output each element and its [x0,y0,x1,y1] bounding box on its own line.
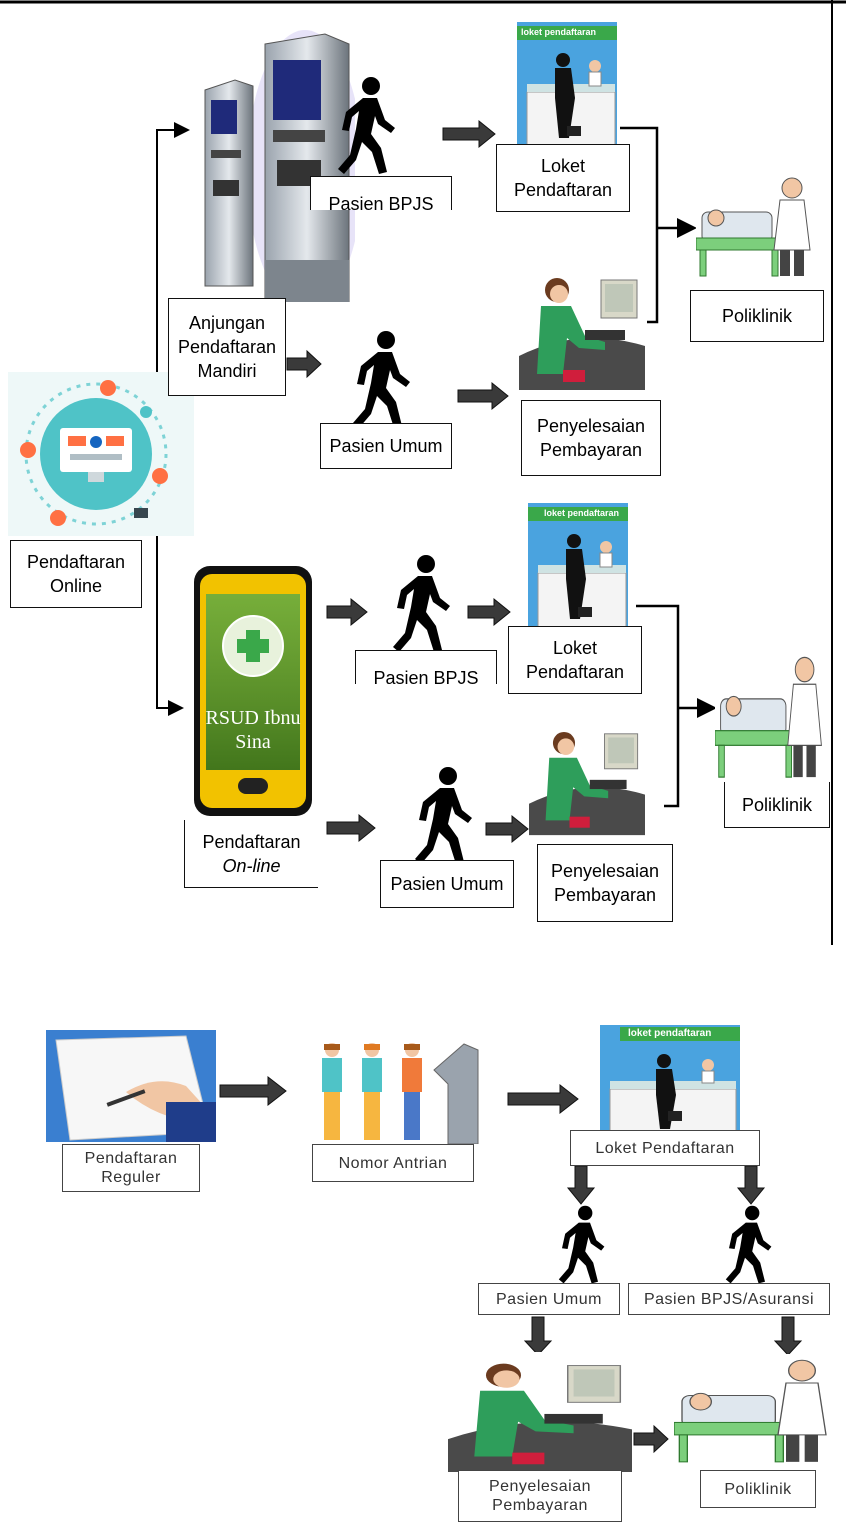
block-arrow-bpjs-loket [442,119,496,149]
poliklinik-label-1: Poliklinik [690,290,824,342]
cashier-payment-image [529,720,645,836]
queue-person [322,1043,342,1140]
walking-person-icon [725,1205,772,1284]
pasien-bpjs-text-2: Pasien BPJS [373,668,479,684]
kiosk-label-line-1: Anjungan [188,313,266,333]
doctor-patient-image [715,650,827,782]
walking-person-icon [558,1205,605,1284]
block-arrow-bpjs-poli-bottom [773,1316,803,1356]
block-arrow-phone-bpjs [326,597,368,627]
phone-text-line-2: Sina [235,731,271,753]
loket-sign-text: loket pendaftaran [628,1028,712,1039]
block-arrow-phone-umum [326,813,376,843]
block-arrow-umum-payment [457,381,509,411]
loket-illustration-2: loket pendaftaran [528,503,628,627]
poliklinik-label-bottom: Poliklinik [700,1470,816,1508]
block-arrow-kiosk-umum [286,349,322,379]
block-arrow-reguler-antrian [219,1075,287,1107]
online-registration-globe-icon [8,372,194,536]
loket-label-1-line-1: Loket [540,156,586,176]
pendaftaran-online-2-line-1: Pendaftaran [202,831,301,852]
block-arrow-loket-umum [566,1165,596,1205]
walking-person-icon [415,767,472,864]
walking-person-icon [393,555,450,652]
block-arrow-antrian-loket [507,1083,579,1115]
pasien-bpjs-label-bottom: Pasien BPJS/Asuransi [628,1283,830,1315]
smartphone-image [194,566,312,816]
kiosk-label-line-2: Pendaftaran [177,337,277,357]
block-arrow-bpjs-loket-2 [467,597,511,627]
cashier-payment-image [448,1352,632,1472]
payment-label-1: Penyelesaian Pembayaran [521,400,661,476]
registration-counter-image [528,503,628,627]
pasien-umum-bottom-text: Pasien Umum [496,1290,602,1308]
block-arrow-umum-payment-bottom [523,1316,553,1356]
pasien-bpjs-bottom-text: Pasien BPJS/Asuransi [643,1290,815,1308]
block-arrow-payment-poli-bottom [633,1424,669,1454]
loket-bottom-text: Loket Pendaftaran [595,1139,735,1157]
payment-2-line-2: Pembayaran [553,885,657,905]
payment-label-bottom: Penyelesaian Pembayaran [458,1470,622,1522]
poliklinik-text-1: Poliklinik [721,306,793,326]
loket-pendaftaran-label-2: Loket Pendaftaran [508,626,642,694]
queue-number-image [314,1040,494,1144]
rsud-app-phone: RSUD Ibnu Sina [194,566,312,816]
pendaftaran-reguler-label: Pendaftaran Reguler [62,1144,200,1192]
loket-illustration-3: loket pendaftaran [600,1025,740,1131]
nomor-antrian-label: Nomor Antrian [312,1144,474,1182]
pendaftaran-online-2-line-2: On-line [222,855,281,876]
cashier-payment-image [519,266,645,390]
reguler-line-2: Reguler [101,1169,161,1186]
payment-bottom-line-1: Penyelesaian [488,1478,592,1495]
merge-line-top [620,126,659,324]
walking-person-icon [353,331,410,428]
block-arrow-loket-bpjs [736,1165,766,1205]
pasien-bpjs-label-1: Pasien BPJS [310,176,452,210]
pasien-umum-text-2: Pasien Umum [390,874,504,894]
walking-person-icon [338,77,395,174]
payment-label-2: Penyelesaian Pembayaran [537,844,673,922]
pendaftaran-online-line-1: Pendaftaran [26,552,126,572]
kiosk-machines-image [204,30,355,302]
loket-label-1-line-2: Pendaftaran [513,180,613,200]
block-arrow-umum-payment-2 [485,814,529,844]
registration-counter-image [600,1025,740,1131]
payment-1-line-2: Pembayaran [539,440,643,460]
registration-counter-image [517,22,617,146]
poliklinik-text-2: Poliklinik [741,794,813,815]
loket-sign-text: loket pendaftaran [544,508,620,518]
pasien-bpjs-label-2: Pasien BPJS [355,650,497,684]
poliklinik-label-2: Poliklinik [724,782,830,828]
pasien-umum-label-bottom: Pasien Umum [478,1283,620,1315]
merge-line-bottom [636,604,680,808]
pasien-umum-text-1: Pasien Umum [329,436,443,456]
payment-2-line-1: Penyelesaian [550,861,660,881]
phone-app-title: RSUD Ibnu Sina [194,706,312,754]
nomor-antrian-text: Nomor Antrian [338,1154,448,1172]
pendaftaran-online-label: Pendaftaran Online [10,540,142,608]
doctor-patient-image [696,172,816,280]
loket-label-2-line-1: Loket [552,638,598,658]
loket-label-2-line-2: Pendaftaran [525,662,625,682]
pendaftaran-online-label-2: Pendaftaran On-line [184,820,318,888]
poliklinik-bottom-text: Poliklinik [724,1480,792,1498]
kiosk-registration-label: Anjungan Pendaftaran Mandiri [168,298,286,396]
loket-sign-text: loket pendaftaran [521,27,597,37]
loket-pendaftaran-label-bottom: Loket Pendaftaran [570,1130,760,1166]
pasien-umum-label-2: Pasien Umum [380,860,514,908]
phone-text-line-1: RSUD Ibnu [205,707,301,729]
payment-1-line-1: Penyelesaian [536,416,646,436]
kiosk-label-line-3: Mandiri [197,361,257,381]
payment-bottom-line-2: Pembayaran [492,1497,588,1514]
pendaftaran-online-line-2: Online [49,576,103,596]
loket-illustration-1: loket pendaftaran [517,22,617,146]
reguler-line-1: Pendaftaran [84,1150,178,1167]
handwriting-form-image [46,1030,216,1142]
pasien-bpjs-text-1: Pasien BPJS [328,194,434,210]
doctor-patient-image [674,1354,834,1466]
loket-pendaftaran-label-1: Loket Pendaftaran [496,144,630,212]
pasien-umum-label-1: Pasien Umum [320,423,452,469]
